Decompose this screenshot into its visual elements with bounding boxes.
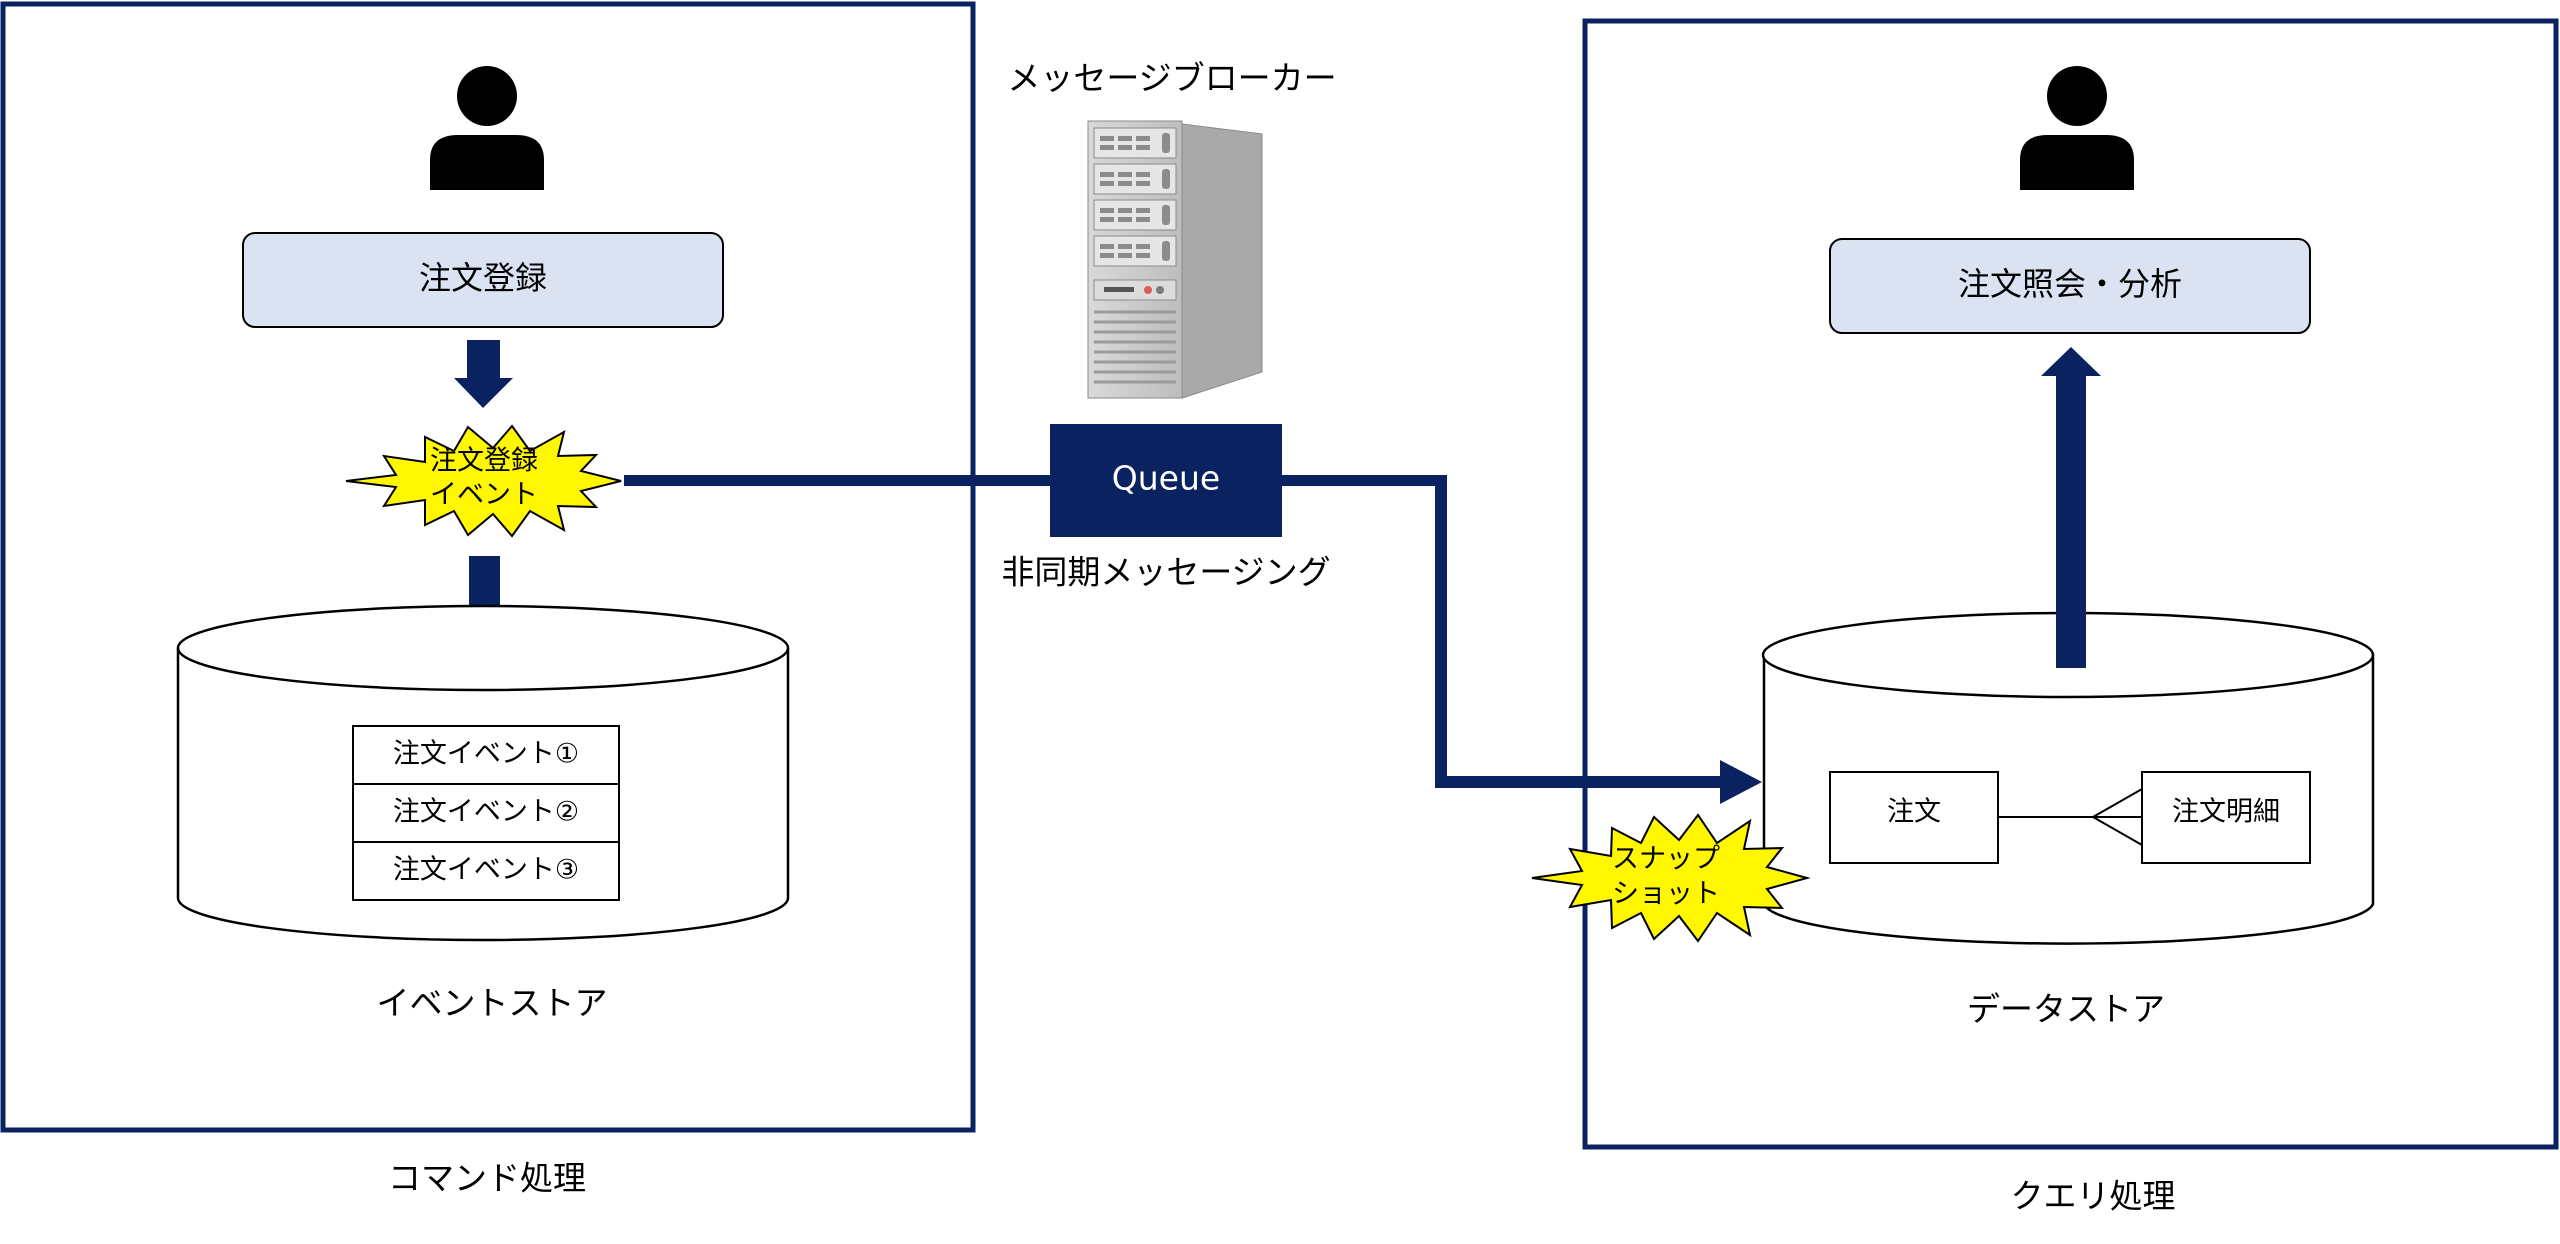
order-detail-entity-label: 注文明細 <box>2172 797 2280 828</box>
order-register-label: 注文登録 <box>419 259 547 297</box>
order-detail-entity-box <box>2141 771 2311 864</box>
snapshot-label-line1: スナップ <box>1612 844 1720 875</box>
list-item <box>352 725 620 785</box>
user-icon <box>430 66 544 190</box>
one-to-many-relation <box>1998 788 2143 846</box>
event-list: 注文イベント① 注文イベント② 注文イベント③ <box>352 725 620 901</box>
event-item-label: 注文イベント② <box>393 797 579 828</box>
command-processing-frame <box>0 1 976 1133</box>
order-entity-box <box>1829 771 1999 864</box>
snapshot-label-line2: ショット <box>1612 879 1720 910</box>
order-entity-label: 注文 <box>1887 797 1941 828</box>
event-burst-label-line1: 注文登録 <box>430 446 538 477</box>
query-processing-frame <box>1582 18 2559 1150</box>
query-processing-caption: クエリ処理 <box>2011 1177 2176 1216</box>
order-inquiry-label: 注文照会・分析 <box>1958 265 2182 303</box>
server-icon <box>1087 120 1263 399</box>
snapshot-burst <box>1531 813 1811 943</box>
order-registered-event-burst <box>345 424 622 538</box>
event-item-label: 注文イベント① <box>393 739 579 770</box>
arrow-register-to-event <box>454 340 513 408</box>
async-messaging-label: 非同期メッセージング <box>1001 553 1330 592</box>
message-broker-label: メッセージブローカー <box>1007 59 1336 98</box>
event-store-label: イベントストア <box>377 984 608 1023</box>
list-item <box>352 841 620 901</box>
order-inquiry-box[interactable] <box>1829 238 2311 334</box>
connector-queue-to-datastore <box>1280 475 1762 804</box>
arrow-datastore-to-inquiry <box>2041 347 2101 668</box>
list-item <box>352 783 620 843</box>
queue-box[interactable] <box>1050 424 1282 537</box>
event-item-label: 注文イベント③ <box>393 855 579 886</box>
data-store-label: データストア <box>1967 990 2165 1029</box>
queue-label: Queue <box>1112 459 1220 498</box>
user-icon <box>2020 66 2134 190</box>
event-burst-label-line2: イベント <box>430 480 538 511</box>
command-processing-caption: コマンド処理 <box>388 1159 586 1198</box>
order-register-box[interactable] <box>242 232 724 328</box>
connector-event-to-queue <box>624 475 1052 486</box>
